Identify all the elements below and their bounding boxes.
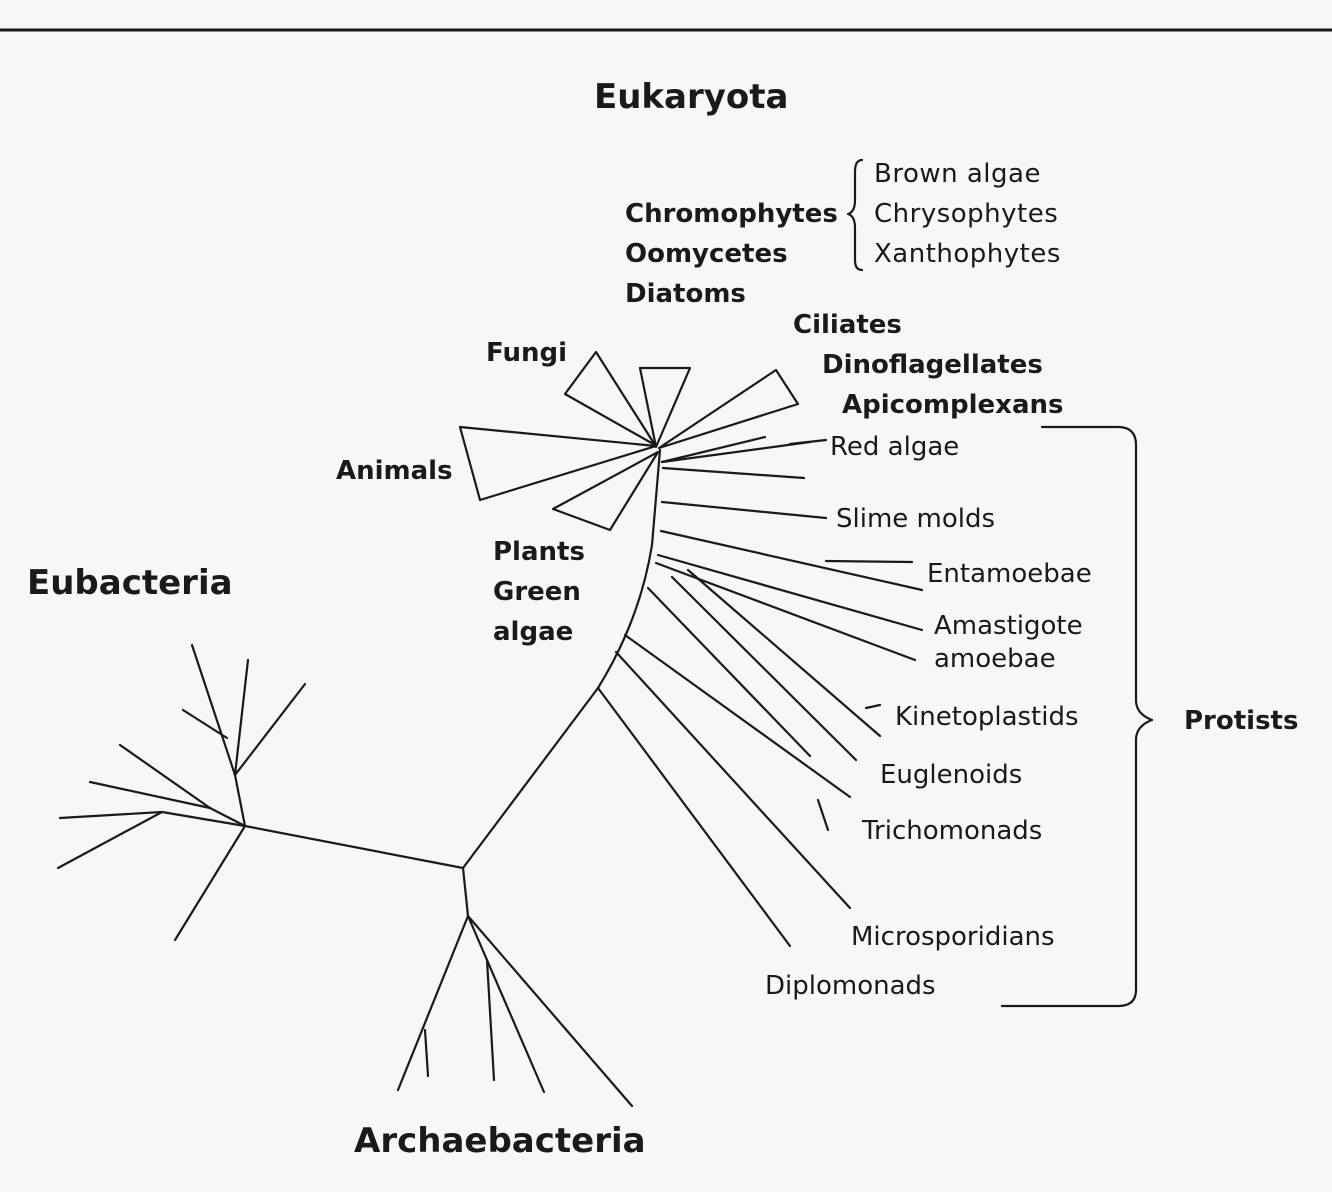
eubacteria-branches — [56, 643, 307, 942]
chromophyte-groups: Chromophytes Oomycetes Diatoms — [625, 194, 838, 314]
algae-line: algae — [493, 617, 574, 647]
trichomonads-label: Trichomonads — [862, 816, 1043, 846]
fungi-triangle — [563, 350, 657, 447]
entamoebae-label: Entamoebae — [927, 559, 1092, 589]
diplomonads-label: Diplomonads — [765, 971, 936, 1001]
brown-algae-label: Brown algae — [874, 159, 1041, 189]
eukaryota-label: Eukaryota — [594, 77, 789, 117]
chromophyte-members: Brown algae Chrysophytes Xanthophytes — [874, 154, 1061, 274]
amoebae-label: amoebae — [934, 644, 1056, 674]
xanthophytes-label: Xanthophytes — [874, 239, 1061, 269]
chromophyte-triangle — [638, 366, 692, 449]
archaebacteria-label: Archaebacteria — [354, 1121, 646, 1161]
protists-brace — [1000, 425, 1154, 1008]
trunk-root-eubacteria — [243, 824, 465, 870]
chrysophytes-label: Chrysophytes — [874, 199, 1059, 229]
eubacteria-label: Eubacteria — [27, 563, 233, 603]
slime-molds-label: Slime molds — [836, 504, 996, 534]
archaebacteria-branches — [396, 914, 634, 1108]
apicomplexans-label: Apicomplexans — [842, 390, 1064, 420]
animals-label: Animals — [336, 456, 453, 486]
oomycetes-label: Oomycetes — [625, 239, 788, 269]
dinoflagellates-label: Dinoflagellates — [822, 350, 1043, 380]
plants-green-algae-label: Plants Green algae — [493, 532, 585, 652]
crown-triangles — [458, 350, 800, 532]
animal-triangle — [458, 425, 658, 502]
chromophytes-label: Chromophytes — [625, 199, 838, 229]
chromophyte-brace — [846, 158, 864, 272]
kinetoplastids-label: Kinetoplastids — [895, 702, 1079, 732]
green-line: Green — [493, 577, 581, 607]
protist-branches — [596, 435, 924, 948]
red-algae-label: Red algae — [830, 432, 960, 462]
amastigote-label: Amastigote — [934, 611, 1083, 641]
plants-line: Plants — [493, 537, 585, 567]
diatoms-label: Diatoms — [625, 279, 746, 309]
ciliates-label: Ciliates — [793, 310, 902, 340]
fungi-label: Fungi — [486, 338, 568, 368]
euglenoids-label: Euglenoids — [880, 760, 1023, 790]
trunk-root-eukaryota — [461, 448, 662, 870]
trunk-root-archaebacteria — [461, 866, 470, 918]
plant-triangle — [551, 450, 660, 532]
alveolate-triangle — [657, 368, 800, 450]
protists-label: Protists — [1184, 706, 1299, 736]
microsporidians-label: Microsporidians — [851, 922, 1055, 952]
